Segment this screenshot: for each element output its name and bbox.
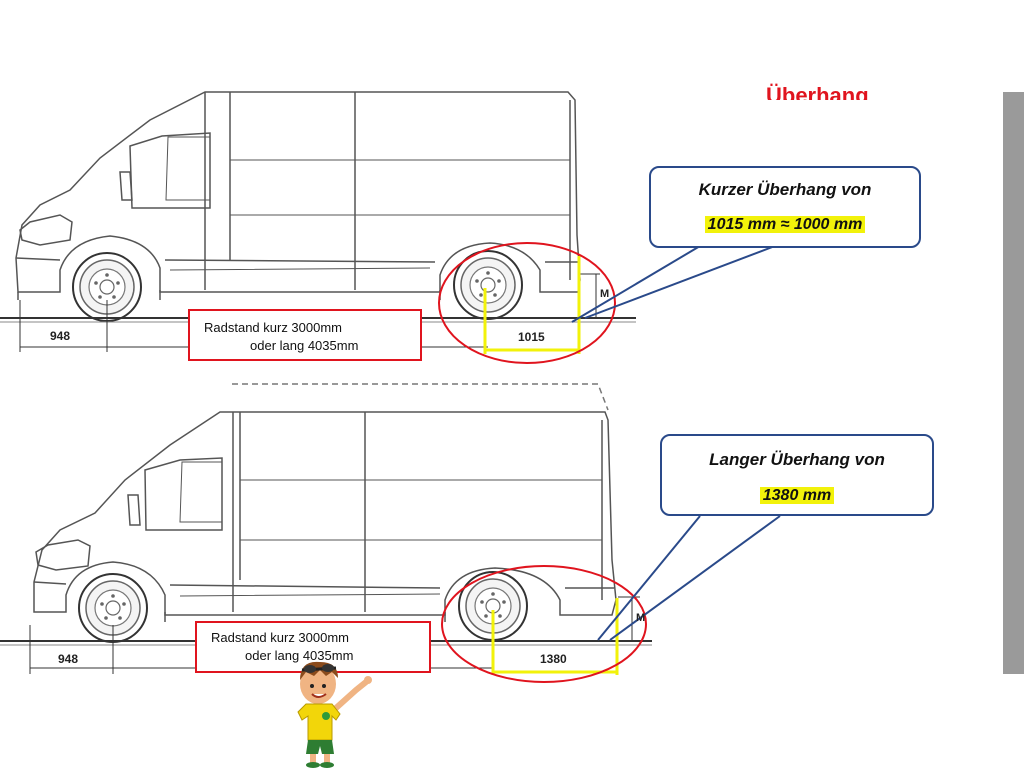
- top-rear-overhang-label: 1015: [518, 330, 545, 344]
- page-heading: Überhang: [766, 83, 869, 100]
- bottom-wheelbase-line2: oder lang 4035mm: [245, 648, 354, 663]
- bottom-wheelbase-line1: Radstand kurz 3000mm: [211, 630, 350, 645]
- top-front-overhang-label: 948: [50, 329, 71, 343]
- bottom-van: [33, 383, 617, 622]
- bottom-front-overhang-label: 948: [58, 652, 79, 666]
- top-wheelbase-box: Radstand kurz 3000mm oder lang 4035mm: [188, 309, 422, 361]
- top-callout-line2: 1015 mm ≈ 1000 mm: [704, 216, 866, 233]
- bottom-height-marker: M: [636, 612, 646, 624]
- bottom-callout: Langer Überhang von 1380 mm: [660, 434, 934, 516]
- top-wheelbase-line1: Radstand kurz 3000mm: [204, 320, 343, 335]
- bottom-callout-line2: 1380 mm: [759, 487, 835, 504]
- top-callout-line1: Kurzer Überhang von: [698, 180, 872, 199]
- bottom-callout-line1: Langer Überhang von: [709, 450, 885, 469]
- top-callout: Kurzer Überhang von 1015 mm ≈ 1000 mm: [649, 166, 921, 248]
- scrollbar[interactable]: [1003, 92, 1024, 674]
- bottom-rear-overhang-label: 1380: [540, 652, 567, 666]
- pointing-boy-icon: [297, 661, 372, 768]
- bottom-overhang-marker: [491, 598, 619, 675]
- top-overhang-circle: [438, 242, 616, 364]
- top-wheelbase-line2: oder lang 4035mm: [250, 338, 359, 353]
- top-overhang-marker: [483, 256, 581, 354]
- top-height-marker: M: [600, 288, 610, 300]
- bottom-overhang-circle: [441, 565, 647, 683]
- bottom-van-body: [33, 411, 617, 616]
- top-van-body: [15, 91, 581, 293]
